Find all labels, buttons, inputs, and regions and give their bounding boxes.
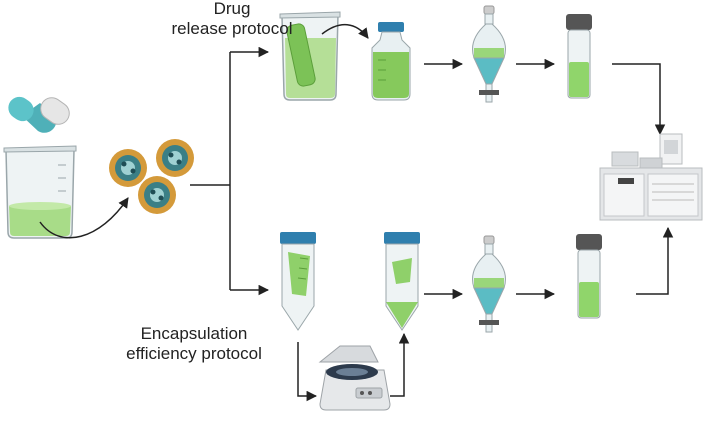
nanoparticle-icon — [156, 139, 194, 177]
drug-release-label: Drug release protocol — [168, 0, 296, 39]
hplc-instrument-icon — [599, 133, 703, 221]
arrow-beaker-to-bottle — [321, 24, 369, 39]
branch-connector — [190, 46, 270, 296]
beaker-with-green-solution-icon — [3, 145, 77, 239]
arrow-vial-to-instrument — [636, 226, 674, 295]
encapsulation-label-line1: Encapsulation — [140, 324, 248, 343]
centrifuge-tube-icon — [280, 232, 316, 331]
nanoparticle-icon — [138, 176, 176, 214]
beaker-with-dialysis-bag-icon — [279, 11, 341, 101]
drug-release-label-line1: Drug — [213, 0, 251, 18]
arrow-tube-to-centrifuge — [297, 342, 318, 402]
arrow-beaker-to-nanoparticles — [39, 197, 129, 239]
arrow-vial-to-instrument — [612, 63, 666, 136]
centrifuge-tube-with-pellet-icon — [384, 232, 420, 331]
centrifuge-icon — [318, 345, 391, 411]
separatory-funnel-icon — [472, 235, 506, 333]
arrow-centrifuge-to-tube — [390, 332, 410, 397]
encapsulation-label-line2: efficiency protocol — [126, 344, 262, 363]
nanoparticle-icon — [109, 149, 147, 187]
separatory-funnel-icon — [472, 5, 506, 103]
drug-release-label-line2: release protocol — [171, 19, 293, 38]
sample-vial-icon — [566, 14, 592, 99]
media-bottle-icon — [371, 22, 411, 101]
encapsulation-efficiency-label: Encapsulation efficiency protocol — [108, 324, 280, 364]
sample-vial-icon — [576, 234, 602, 319]
capsule-icon — [8, 96, 70, 133]
